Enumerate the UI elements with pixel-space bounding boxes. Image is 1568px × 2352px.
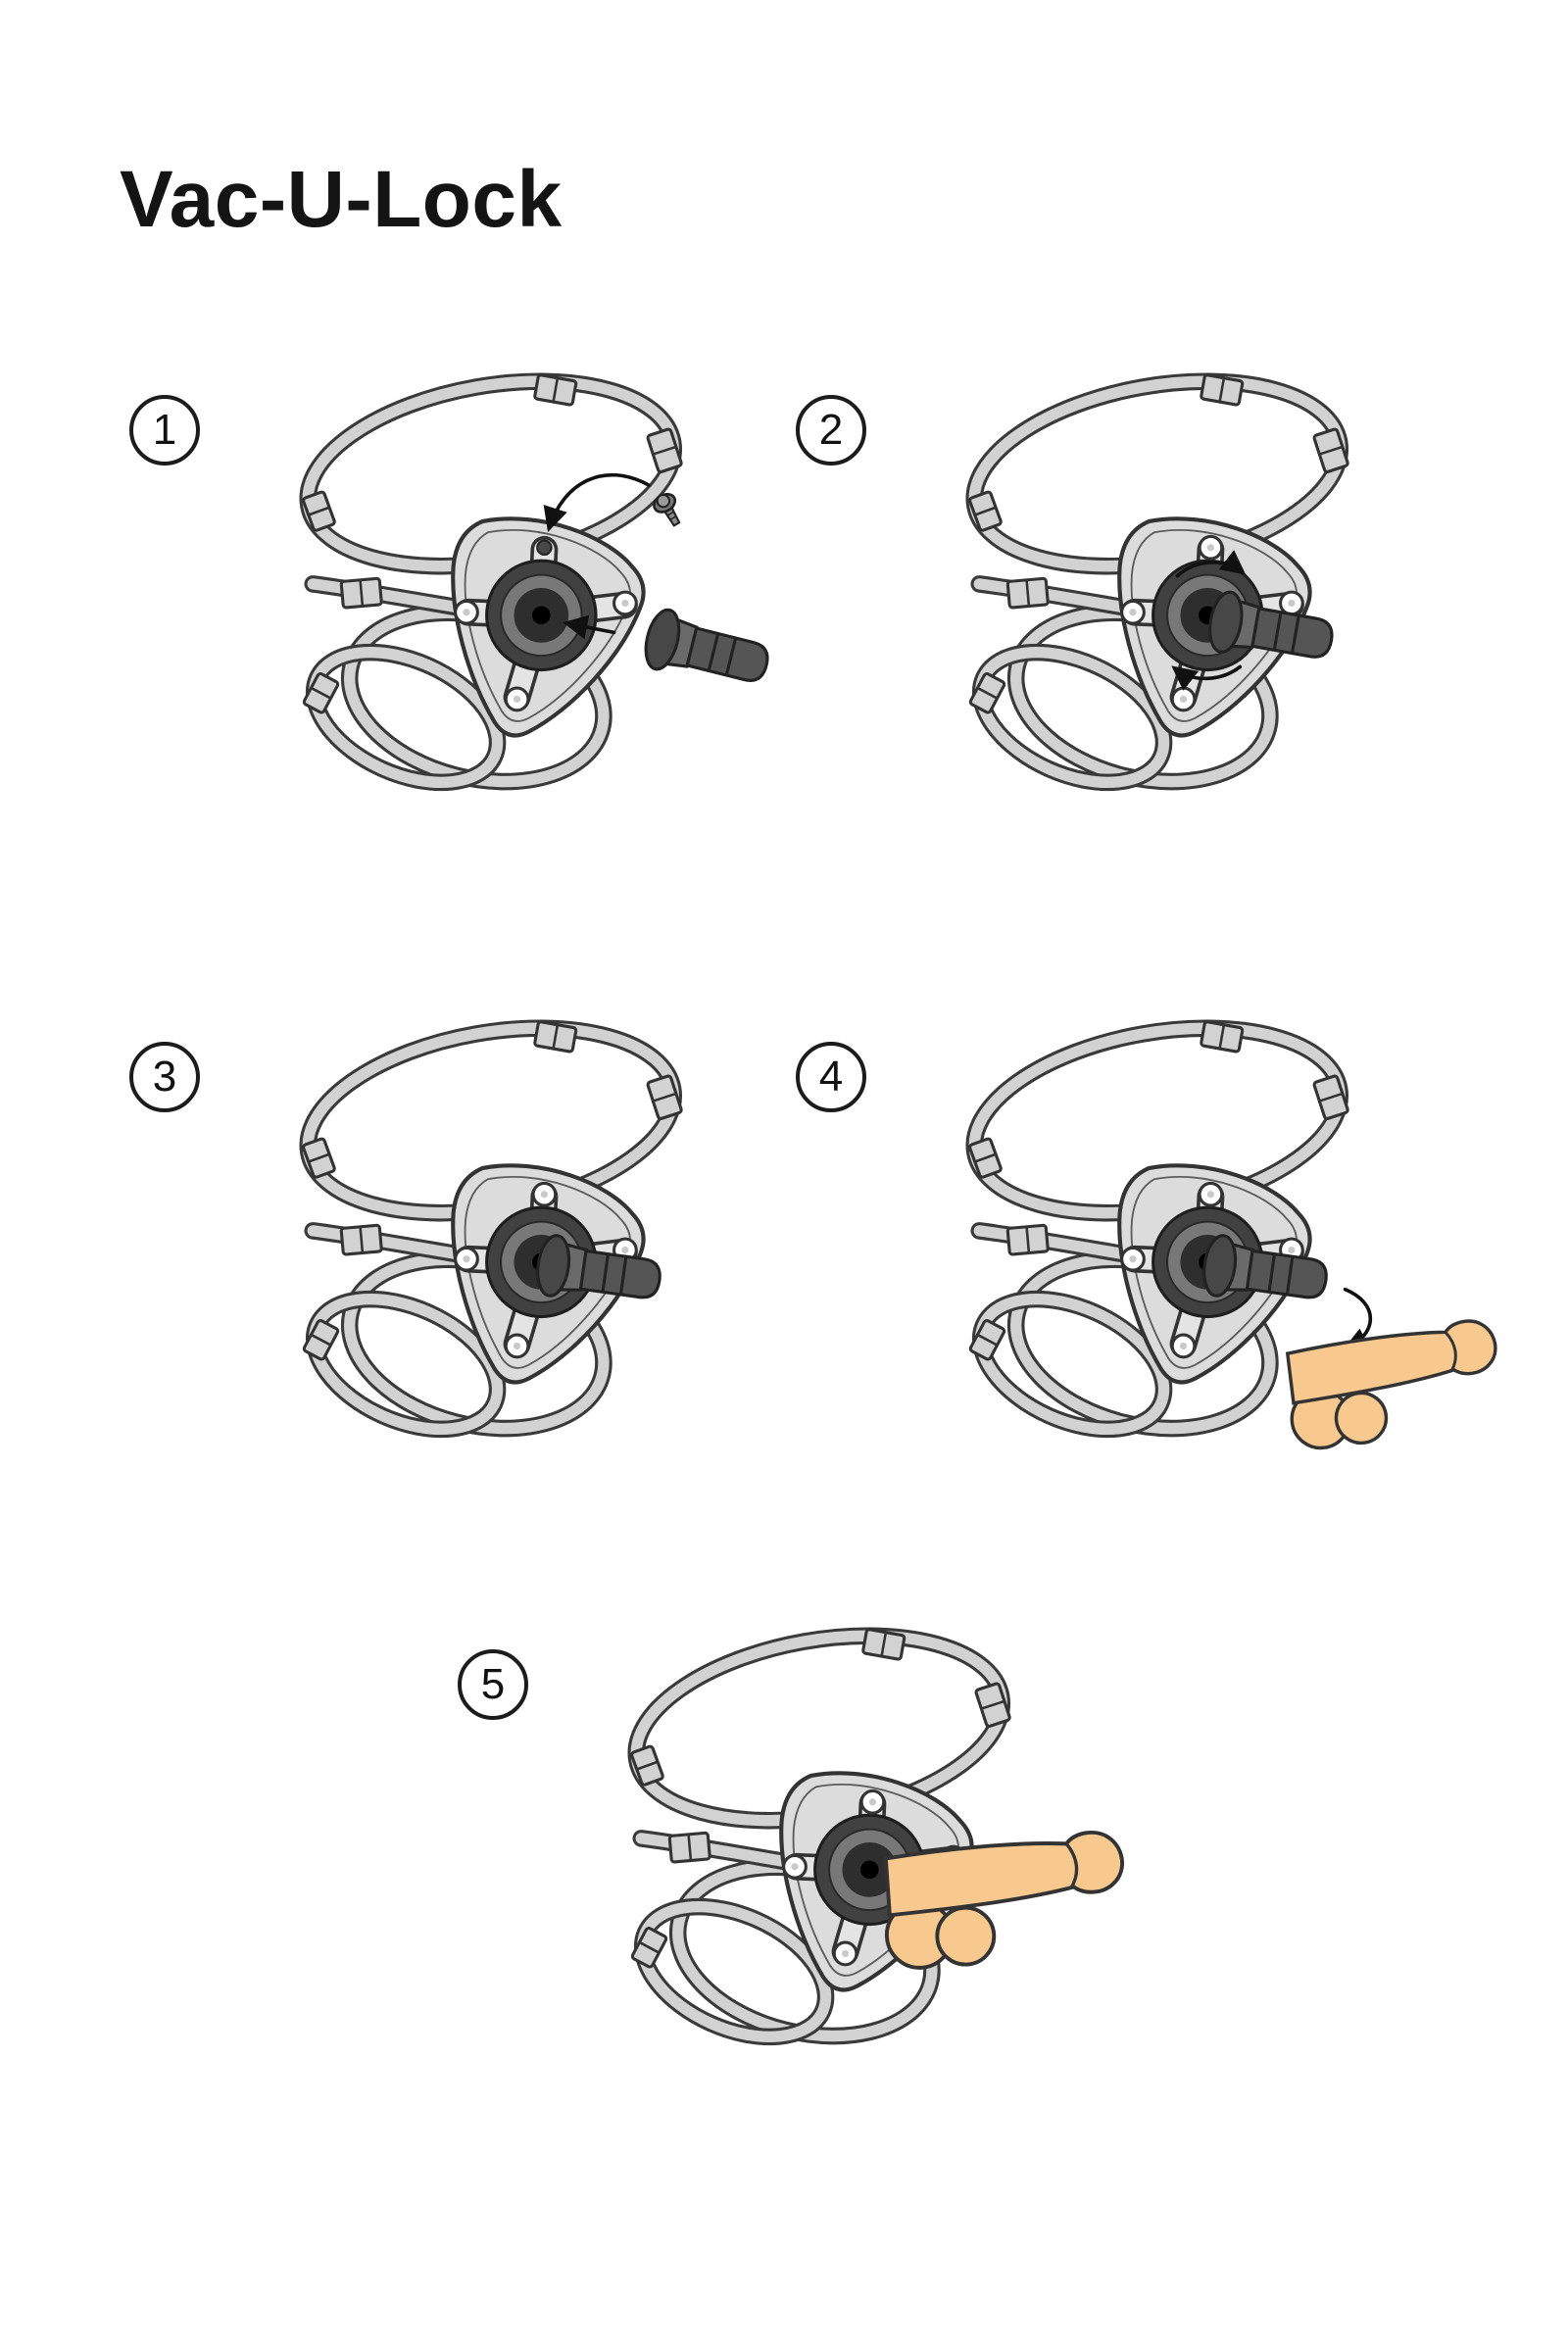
step-1-number: 1 <box>152 406 177 454</box>
harness-icon <box>621 1622 1016 2063</box>
step-3-number: 3 <box>152 1053 177 1101</box>
step-5-badge: 5 <box>458 1649 528 1720</box>
step-1-figure: 1 <box>118 368 862 897</box>
rotate-arrow-icon <box>1171 664 1243 691</box>
insert-screw-arrow-icon <box>543 472 651 532</box>
harness-icon <box>959 368 1354 808</box>
screw-icon <box>1198 1181 1224 1207</box>
step-1-illustration <box>208 368 776 873</box>
step-4-figure: 4 <box>784 1014 1529 1544</box>
screw-icon <box>1198 534 1224 561</box>
step-1-badge: 1 <box>129 395 200 466</box>
step-2-badge: 2 <box>796 395 866 466</box>
page-title: Vac-U-Lock <box>120 154 563 244</box>
step-4-number: 4 <box>818 1053 844 1101</box>
plug-icon <box>638 605 776 697</box>
step-3-figure: 3 <box>118 1014 862 1544</box>
harness-icon <box>293 1014 688 1455</box>
screw-icon <box>531 1181 558 1207</box>
insert-plug-arrow-icon <box>563 614 616 640</box>
attachment-icon <box>1280 1316 1507 1453</box>
step-2-figure: 2 <box>784 368 1529 897</box>
step-2-illustration <box>874 368 1521 873</box>
step-5-illustration <box>536 1622 1131 2128</box>
screw-hole <box>536 539 553 556</box>
step-5-figure: 5 <box>446 1622 1191 2151</box>
step-4-badge: 4 <box>796 1042 866 1112</box>
step-3-badge: 3 <box>129 1042 200 1112</box>
screw-icon <box>859 1788 886 1815</box>
harness-icon <box>293 368 688 808</box>
step-2-number: 2 <box>818 406 844 454</box>
rotate-arrow-icon <box>1175 550 1247 578</box>
step-3-illustration <box>208 1014 855 1520</box>
step-4-illustration <box>874 1014 1507 1520</box>
step-5-number: 5 <box>480 1660 506 1708</box>
